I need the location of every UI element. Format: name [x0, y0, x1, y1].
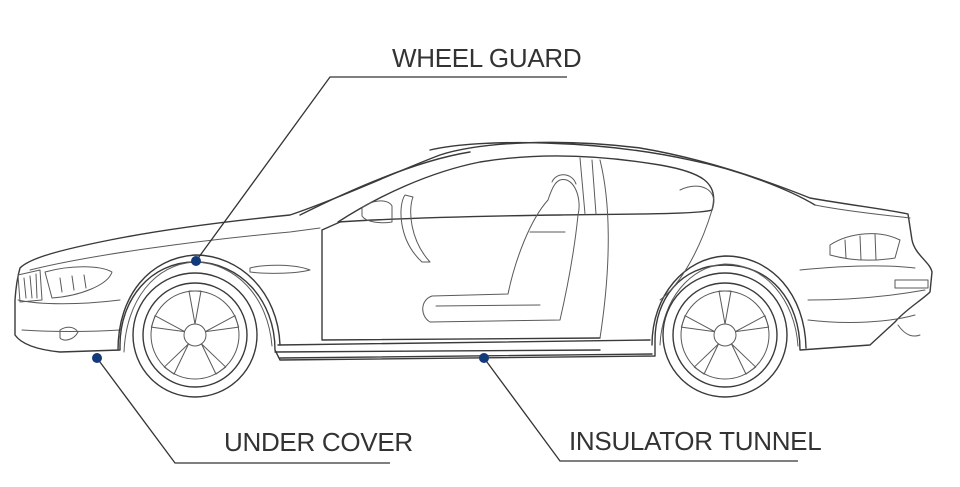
side-mirror: [361, 200, 393, 224]
fog-light: [59, 326, 79, 341]
door-edge: [599, 159, 609, 339]
under-cover-marker: [92, 353, 102, 363]
rear-bumper: [807, 279, 929, 337]
rear-seat: [659, 185, 715, 301]
side-window: [337, 155, 715, 223]
windshield: [299, 151, 471, 216]
grille: [17, 269, 43, 303]
tail-light: [829, 233, 901, 261]
b-pillar: [579, 157, 597, 215]
callout-wheel-guard: WHEEL GUARD: [191, 43, 582, 266]
wheel-guard-label: WHEEL GUARD: [392, 43, 581, 73]
callout-under-cover: UNDER COVER: [92, 353, 413, 464]
trunk-line: [799, 204, 916, 271]
insulator-tunnel-marker: [479, 353, 489, 363]
seat: [422, 179, 580, 323]
under-cover-leader: [96, 357, 390, 464]
hood-line: [29, 227, 321, 271]
steering-wheel: [400, 194, 431, 263]
front-wheel: [132, 272, 258, 398]
under-cover-label: UNDER COVER: [224, 427, 413, 457]
wheel-guard-leader: [195, 76, 567, 262]
roof-line: [429, 141, 816, 206]
headrest: [551, 174, 577, 185]
fender-vent: [249, 264, 311, 274]
headlight: [44, 266, 113, 299]
insulator-tunnel-label: INSULATOR TUNNEL: [569, 426, 821, 456]
rear-wheel: [662, 272, 788, 398]
door-opening: [321, 221, 601, 341]
rear-wheel-arch: [651, 255, 807, 349]
front-wheel-arch: [117, 254, 281, 351]
insulator-tunnel-leader: [483, 357, 798, 462]
callout-insulator-tunnel: INSULATOR TUNNEL: [479, 353, 822, 462]
side-sill: [274, 339, 653, 359]
wheel-guard-marker: [191, 256, 201, 266]
